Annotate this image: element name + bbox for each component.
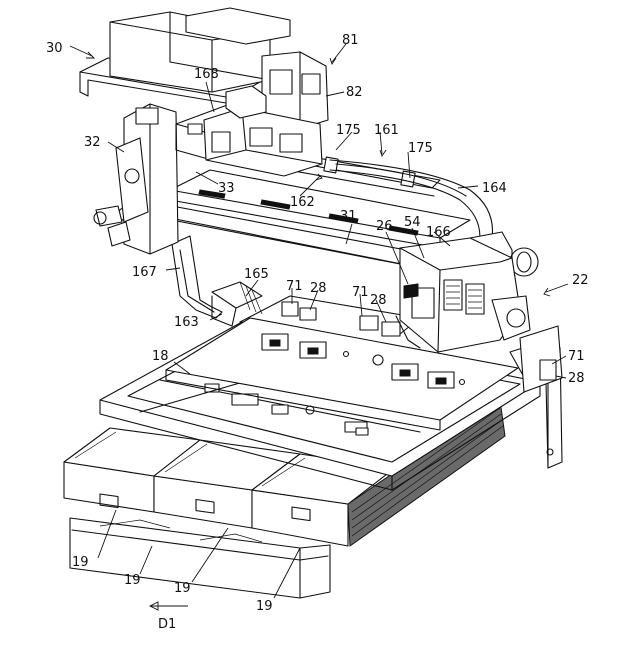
label-161: 161 bbox=[374, 123, 399, 138]
label-31: 31 bbox=[340, 209, 357, 224]
label-22: 22 bbox=[572, 273, 589, 288]
label-162: 162 bbox=[290, 195, 315, 210]
label-19-b: 19 bbox=[124, 573, 141, 588]
label-175-right: 175 bbox=[408, 141, 433, 156]
label-167: 167 bbox=[132, 265, 157, 280]
label-26: 26 bbox=[376, 219, 393, 234]
label-166: 166 bbox=[426, 225, 451, 240]
label-28-c: 28 bbox=[568, 371, 585, 386]
label-32: 32 bbox=[84, 135, 101, 150]
right-stand bbox=[510, 326, 562, 468]
label-168: 168 bbox=[194, 67, 219, 82]
label-175-left: 175 bbox=[336, 123, 361, 138]
label-28-b: 28 bbox=[370, 293, 387, 308]
label-81: 81 bbox=[342, 33, 359, 48]
label-163: 163 bbox=[174, 315, 199, 330]
label-d1: D1 bbox=[158, 617, 176, 632]
label-28-a: 28 bbox=[310, 281, 327, 296]
label-30: 30 bbox=[46, 41, 63, 56]
label-33: 33 bbox=[218, 181, 235, 196]
label-71-b: 71 bbox=[352, 285, 369, 300]
label-19-c: 19 bbox=[174, 581, 191, 596]
label-71-c: 71 bbox=[568, 349, 585, 364]
label-19-a: 19 bbox=[72, 555, 89, 570]
label-18: 18 bbox=[152, 349, 169, 364]
label-165: 165 bbox=[244, 267, 269, 282]
label-19-d: 19 bbox=[256, 599, 273, 614]
label-71-a: 71 bbox=[286, 279, 303, 294]
label-54: 54 bbox=[404, 215, 421, 230]
label-164: 164 bbox=[482, 181, 507, 196]
label-82: 82 bbox=[346, 85, 363, 100]
